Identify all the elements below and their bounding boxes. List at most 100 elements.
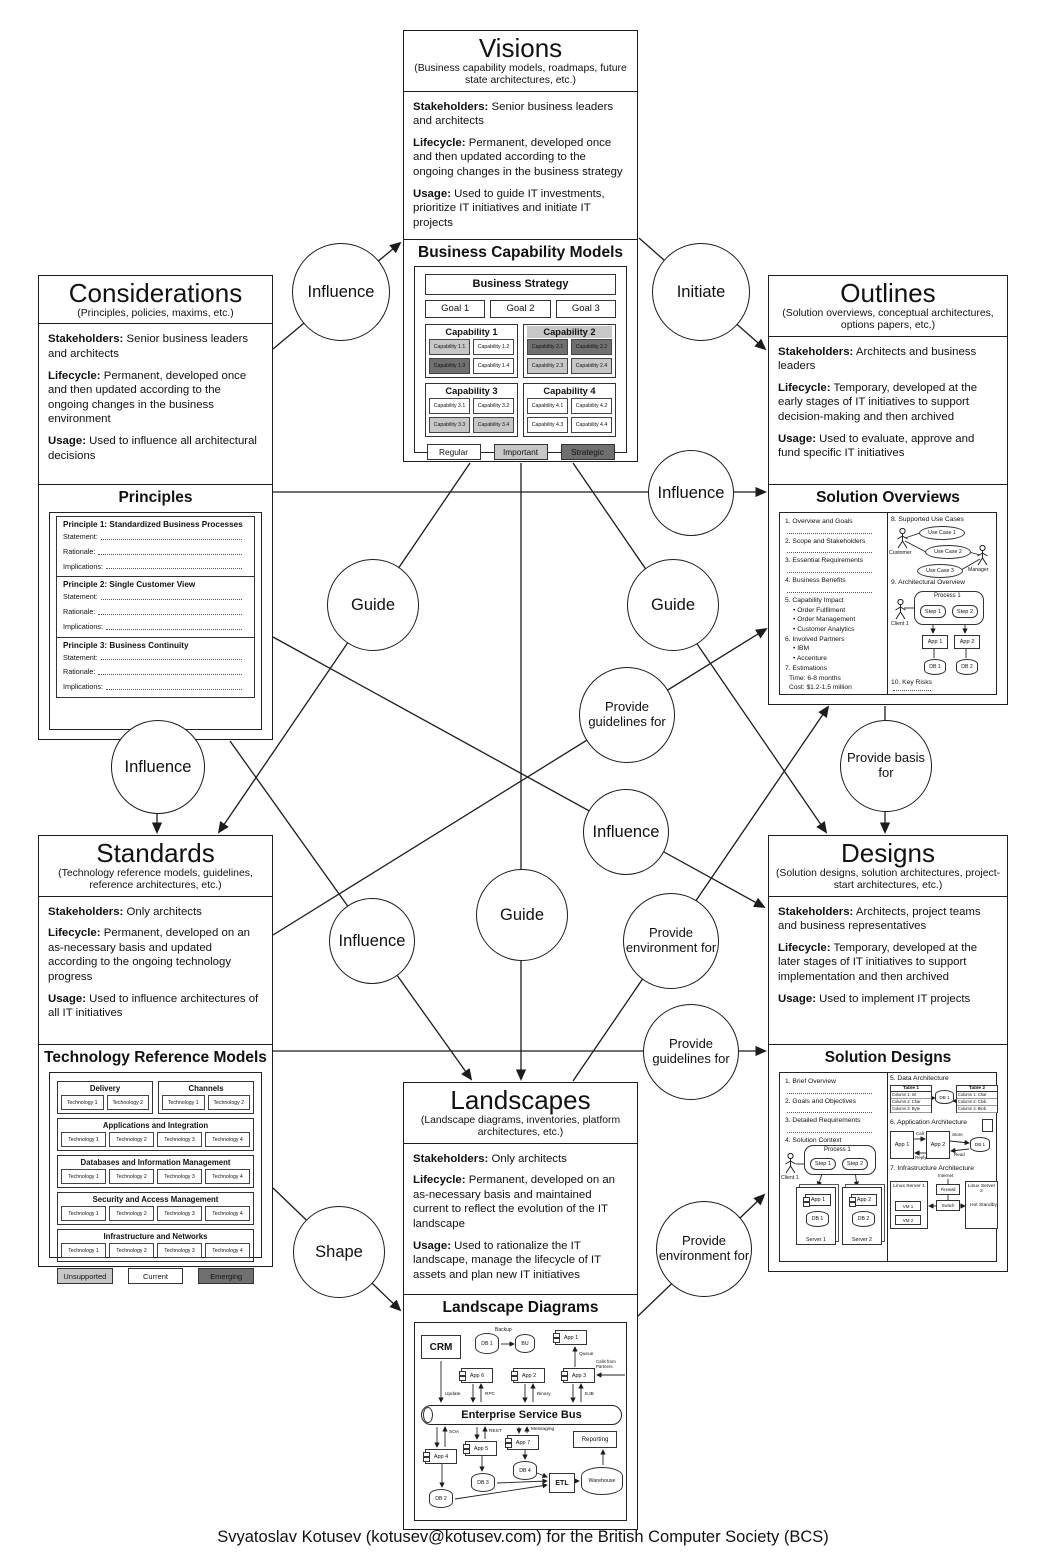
stakeholders-text: Stakeholders: Architects, project teams … xyxy=(778,905,981,933)
dotted-filler xyxy=(100,530,242,540)
usage-text: Usage: Used to rationalize the IT landsc… xyxy=(413,1239,601,1281)
client-actor-icon xyxy=(785,1153,796,1174)
document-icon xyxy=(982,1119,993,1132)
box-subtitle: (Landscape diagrams, inventories, platfo… xyxy=(420,1115,621,1139)
goal-box: Goal 2 xyxy=(490,300,551,318)
field-label: Lifecycle: xyxy=(413,136,466,149)
principle-item: Principle 2: Single Customer View Statem… xyxy=(56,576,255,638)
field-label: Stakeholders: xyxy=(778,905,854,918)
table-column: Column 3: Blob xyxy=(957,1106,997,1114)
overview-list-row: 1. Overview and Goals xyxy=(785,518,853,525)
app-arch-title: 6. Application Architecture xyxy=(890,1119,967,1126)
table-column: Column 3: Byte xyxy=(891,1106,931,1114)
field-label: Lifecycle: xyxy=(413,1174,466,1187)
overview-list-row: Time: 6-8 months xyxy=(789,674,841,682)
app-component: App 2 xyxy=(510,1368,545,1383)
field-label: Usage: xyxy=(778,992,816,1005)
usecase-ellipse: Use Case 2 xyxy=(925,545,971,559)
technology-cell: Technology 3 xyxy=(157,1243,202,1258)
technology-cell: Technology 2 xyxy=(109,1206,154,1221)
relation-label: Guide xyxy=(350,595,396,614)
principle-field-label: Rationale: xyxy=(63,667,96,677)
usage-text: Usage: Used to guide IT investments, pri… xyxy=(413,187,605,229)
box-title: Visions xyxy=(478,33,563,63)
field-label: Stakeholders: xyxy=(48,905,124,918)
field-label: Stakeholders: xyxy=(413,1152,489,1165)
outlines-inset: Solution Overviews 1. Overview and Goals… xyxy=(769,484,1007,704)
dotted-filler xyxy=(98,665,242,676)
principle-title: Principle 1: Standardized Business Proce… xyxy=(63,520,243,529)
dotted-filler xyxy=(98,605,242,615)
field-label: Usage: xyxy=(778,432,816,445)
goal-box: Goal 1 xyxy=(425,300,486,318)
technology-cell: Technology 2 xyxy=(207,1095,250,1110)
app-component: App 1 xyxy=(552,1330,587,1345)
principle-field-label: Implications: xyxy=(63,621,103,631)
relation-label: Influence xyxy=(657,483,725,502)
visions-inset: Business Capability Models Business Stra… xyxy=(404,239,637,461)
relation-guide-landscapes: Guide xyxy=(476,869,568,961)
stakeholders-text: Stakeholders: Only architects xyxy=(413,1152,567,1165)
field-label: Usage: xyxy=(48,434,86,447)
relation-label: Provide environment for xyxy=(658,1233,750,1263)
manager-label: Manager xyxy=(968,567,989,573)
box-title: Considerations xyxy=(68,278,243,308)
technology-cell: Technology 2 xyxy=(109,1243,154,1258)
app-component: App 7 xyxy=(504,1435,539,1450)
box-subtitle: (Principles, policies, maxims, etc.) xyxy=(77,308,234,320)
principle-field-label: Implications: xyxy=(63,561,103,571)
soa-label: SOA xyxy=(449,1430,460,1435)
db-cylinder: DB 4 xyxy=(513,1461,537,1480)
app-component: App 4 xyxy=(422,1449,457,1464)
usage-text: Usage: Used to implement IT projects xyxy=(778,992,971,1005)
relation-provide-environment-outlines: Provide environment for xyxy=(623,893,719,989)
overview-list-row xyxy=(787,566,872,574)
vm-box: VM 2 xyxy=(895,1215,921,1225)
landscape-connectors xyxy=(434,1341,625,1500)
capability-cell: Capability 1.2 xyxy=(473,339,514,355)
design-right-column: 5. Data Architecture Table 1 Column 1: I… xyxy=(888,1073,998,1261)
reply-label: Reply xyxy=(915,1155,927,1160)
app-box: App 2 xyxy=(926,1131,950,1159)
technology-cell: Technology 1 xyxy=(61,1169,106,1184)
relation-label: Provide basis for xyxy=(846,750,926,780)
rest-label: REST xyxy=(489,1429,502,1434)
server-label: Server 2 xyxy=(851,1237,873,1243)
landscapes-header: Landscapes (Landscape diagrams, inventor… xyxy=(404,1083,637,1144)
backup-label: Backup xyxy=(495,1327,512,1333)
bu-cylinder: BU xyxy=(515,1334,535,1353)
field-label: Usage: xyxy=(413,1239,451,1252)
capability-cell: Capability 3.4 xyxy=(473,417,514,433)
dotted-filler xyxy=(105,620,242,630)
table-column: Column 1: Int xyxy=(891,1092,931,1100)
trm-group-name: Databases and Information Management xyxy=(80,1158,231,1167)
principle-title: Principle 3: Business Continuity xyxy=(63,640,189,650)
overview-list-row: 4. Business Benefits xyxy=(785,577,846,585)
calls-from-partners-label: Calls from Partners xyxy=(596,1359,616,1370)
business-strategy-bar: Business Strategy xyxy=(425,274,616,295)
dotted-filler xyxy=(105,680,242,690)
relation-label: Influence xyxy=(338,931,406,950)
capability-cell: Capability 4.1 xyxy=(527,398,568,414)
step-box: Step 2 xyxy=(952,605,978,618)
design-list-row: 2. Goals and Objectives xyxy=(785,1097,856,1105)
legend-item: Emerging xyxy=(198,1268,255,1284)
overview-list-row: Customer Analytics xyxy=(785,625,884,635)
relation-label: Initiate xyxy=(676,282,726,301)
trm-group: Infrastructure and Networks Technology 1… xyxy=(57,1229,254,1262)
relation-provide-guidelines-designs: Provide guidelines for xyxy=(643,1004,739,1100)
relation-provide-basis: Provide basis for xyxy=(840,720,932,812)
considerations-box: Considerations (Principles, policies, ma… xyxy=(38,275,273,740)
relation-provide-guidelines-outlines: Provide guidelines for xyxy=(579,667,675,763)
data-arch-title: 5. Data Architecture xyxy=(890,1075,949,1082)
db-cylinder: DB 1 xyxy=(475,1333,499,1354)
inset-title: Technology Reference Models xyxy=(44,1049,267,1066)
usecase-ellipse: Use Case 1 xyxy=(919,526,965,540)
